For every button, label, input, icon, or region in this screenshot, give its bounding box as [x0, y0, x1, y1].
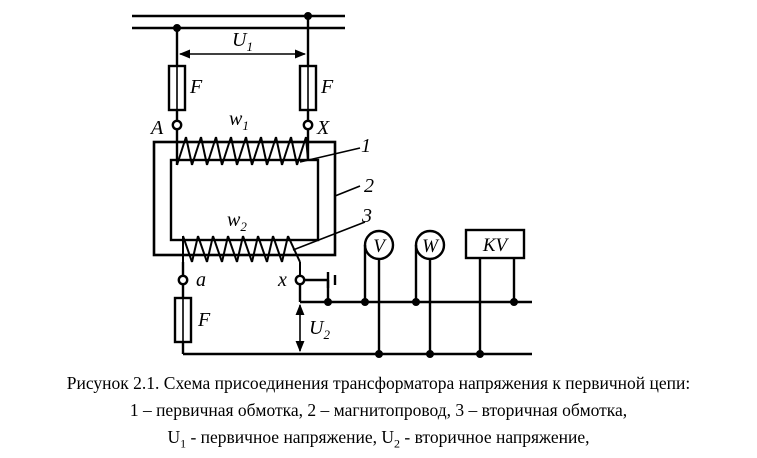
fuse-bottom-label: F [197, 309, 211, 331]
wattmeter-label: W [422, 236, 440, 257]
secondary-winding [182, 235, 301, 276]
w2-label: w2 [227, 209, 247, 234]
terminal-a-upper-label: A [149, 117, 164, 139]
leader-1 [299, 147, 361, 163]
caption-line-3: U1 - первичное напряжение, U2 - вторично… [167, 427, 590, 451]
fuse-left-label: F [189, 76, 203, 98]
caption-line-2: 1 – первичная обмотка, 2 – магнитопровод… [129, 400, 628, 420]
terminal-x-upper-label: X [316, 117, 330, 139]
leader-3 [292, 221, 366, 251]
figure-caption: Рисунок 2.1. Схема присоединения трансфо… [0, 370, 757, 458]
voltage-relay [464, 228, 526, 260]
leader-2 [334, 185, 361, 197]
relay-label: KV [482, 235, 510, 256]
voltmeter-label: V [373, 236, 387, 257]
fuse-right-label: F [320, 76, 334, 98]
u1-label: U1 [232, 29, 253, 54]
terminal-x-lower-label: x [277, 269, 287, 291]
terminal-x-upper [302, 119, 314, 131]
terminal-x-lower [294, 274, 306, 286]
ref-2-label: 2 [364, 175, 374, 197]
u2-label: U2 [309, 317, 330, 342]
terminal-a-upper [171, 119, 183, 131]
caption-line-1: Рисунок 2.1. Схема присоединения трансфо… [66, 373, 691, 393]
w1-label: w1 [229, 108, 249, 133]
terminal-a-lower [177, 274, 189, 286]
ref-3-label: 3 [361, 205, 372, 227]
transformer-connection-diagram: U1 F F A X w1 w2 1 2 3 a x F U2 V W KV [132, 11, 532, 359]
terminal-a-lower-label: a [196, 269, 206, 291]
primary-winding [176, 136, 309, 166]
ref-1-label: 1 [361, 135, 371, 157]
